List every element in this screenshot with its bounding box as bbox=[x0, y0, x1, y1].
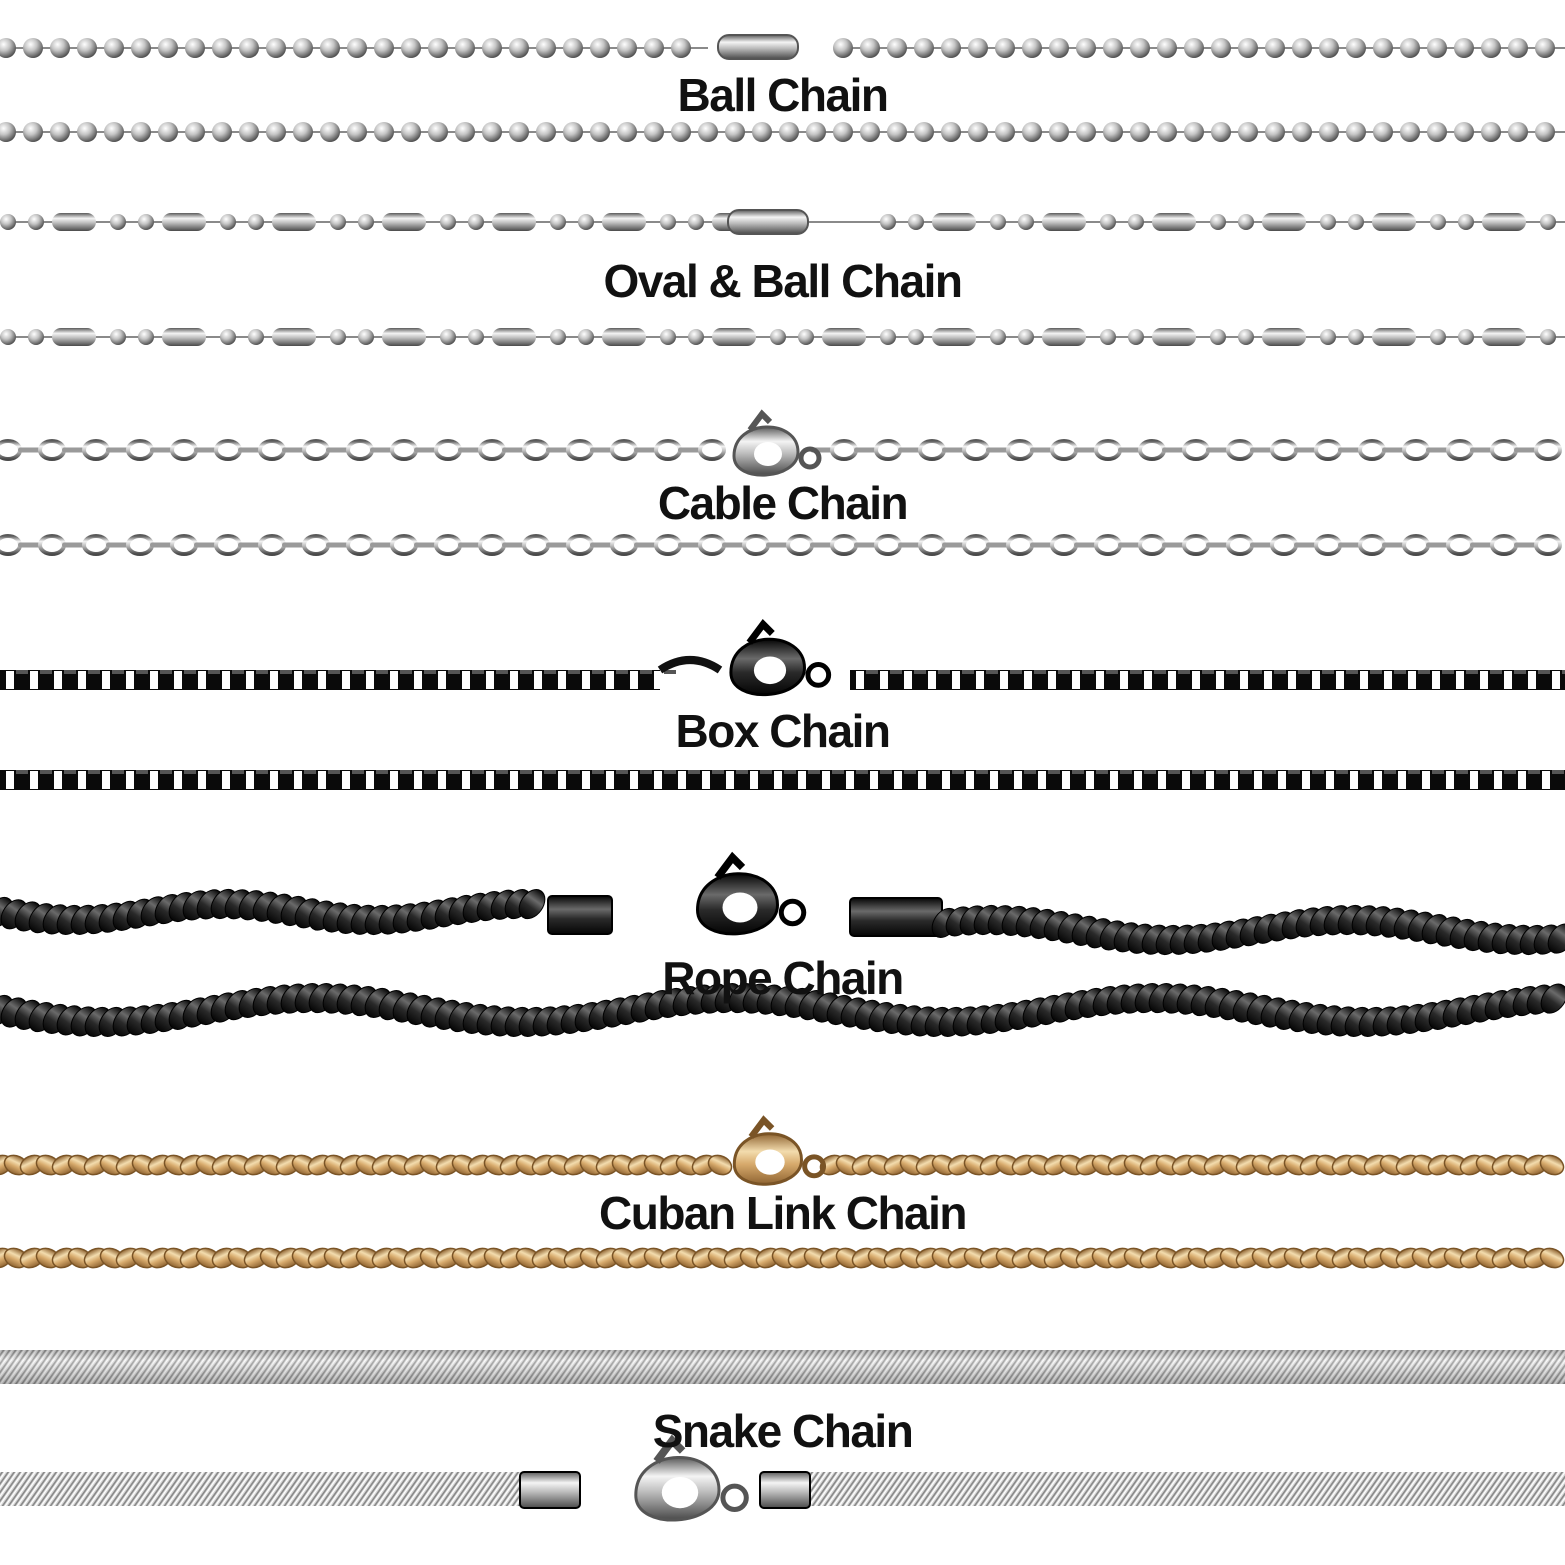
box-chain-image bbox=[0, 619, 1565, 790]
chain-label-curb: Cuban Link Chain bbox=[599, 1187, 968, 1239]
cable-chain-image bbox=[0, 409, 1562, 556]
oval-ball-chain-image bbox=[0, 209, 1565, 346]
chain-label-snake: Snake Chain bbox=[652, 1405, 914, 1457]
snake-chain-image bbox=[0, 1350, 1565, 1522]
rope-chain-image bbox=[0, 851, 1565, 1037]
chain-label-cable: Cable Chain bbox=[657, 477, 909, 529]
chain-label-box: Box Chain bbox=[675, 705, 891, 757]
chain-label-ball: Ball Chain bbox=[677, 69, 889, 121]
ball-chain-image bbox=[0, 34, 1565, 142]
chain-label-oval-ball: Oval & Ball Chain bbox=[603, 255, 963, 307]
cuban-link-chain-image bbox=[0, 1115, 1565, 1269]
chain-label-rope: Rope Chain bbox=[662, 952, 904, 1004]
